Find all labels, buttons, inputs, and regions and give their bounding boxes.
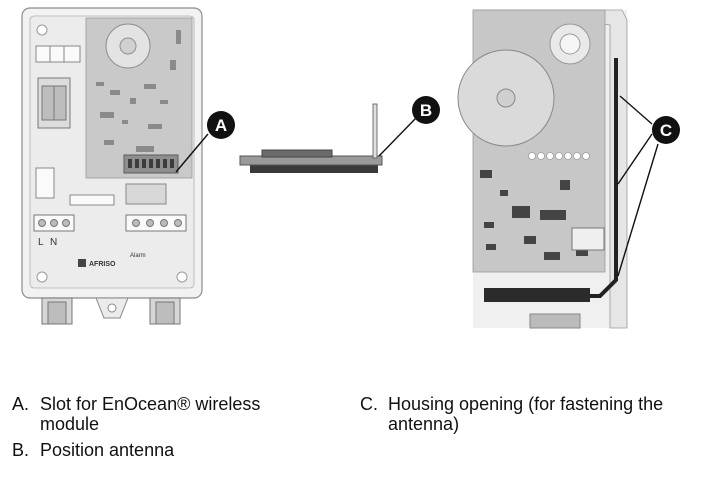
- legend-item-c: C. Housing opening (for fastening the an…: [360, 394, 680, 434]
- terminal-label-n: N: [50, 237, 57, 248]
- wireless-module-illustration: [239, 103, 383, 173]
- housing-closeup-illustration: [457, 9, 628, 329]
- terminal-label-l: L: [38, 237, 44, 248]
- terminal-block: [33, 214, 187, 232]
- legend-text-a: Slot for EnOcean® wireless module: [40, 394, 261, 434]
- callout-b: B: [378, 96, 440, 157]
- callout-a-label: A: [215, 116, 227, 135]
- legend-item-b: B. Position antenna: [12, 440, 312, 460]
- legend-text-c: Housing opening (for fastening the anten…: [388, 394, 664, 434]
- callout-c-label: C: [660, 121, 672, 140]
- legend-text-b: Position antenna: [40, 440, 175, 460]
- callout-b-label: B: [420, 101, 432, 120]
- legend-item-a: A. Slot for EnOcean® wireless module: [12, 394, 312, 434]
- legend-letter-b: B.: [12, 440, 30, 460]
- callout-c: C: [617, 95, 680, 277]
- callout-a: A: [175, 111, 235, 173]
- alarm-label: Alarm: [130, 253, 146, 259]
- legend-letter-a: A.: [12, 394, 30, 414]
- device-housing-illustration: L N Alarm AFRISO: [21, 7, 203, 325]
- installation-diagram: L N Alarm AFRISO A B: [21, 7, 680, 329]
- brand-label: AFRISO: [89, 261, 116, 268]
- legend-letter-c: C.: [360, 394, 378, 414]
